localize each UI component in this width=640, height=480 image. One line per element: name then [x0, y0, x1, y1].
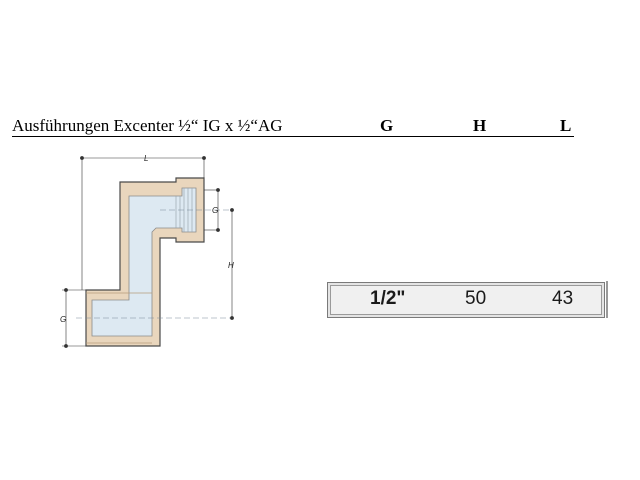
cell-l: 43: [552, 288, 574, 309]
dimension-l-label: L: [144, 154, 148, 163]
table-header: Ausführungen Excenter ½“ IG x ½“AG G H L: [12, 114, 574, 137]
dimension-h-label: H: [228, 261, 234, 270]
product-title: Ausführungen Excenter ½“ IG x ½“AG: [12, 116, 283, 135]
dimension-g-top: [204, 188, 220, 232]
dimension-l: [80, 156, 206, 290]
cell-g: 1/2": [370, 288, 406, 309]
eccentric-fitting-drawing: L G H G: [56, 150, 246, 360]
table-row: 1/2" 50 43: [327, 282, 605, 318]
center-lines: [76, 209, 232, 319]
dimension-g-bottom: [62, 288, 86, 348]
row-divider: [606, 281, 608, 318]
dimension-g-bottom-label: G: [60, 315, 66, 324]
column-header-h: H: [473, 116, 487, 135]
column-header-l: L: [560, 116, 572, 135]
cell-h: 50: [465, 288, 487, 309]
dimension-h: [230, 208, 234, 320]
external-thread: [86, 292, 152, 344]
column-header-g: G: [380, 116, 394, 135]
dimension-g-top-label: G: [212, 206, 218, 215]
